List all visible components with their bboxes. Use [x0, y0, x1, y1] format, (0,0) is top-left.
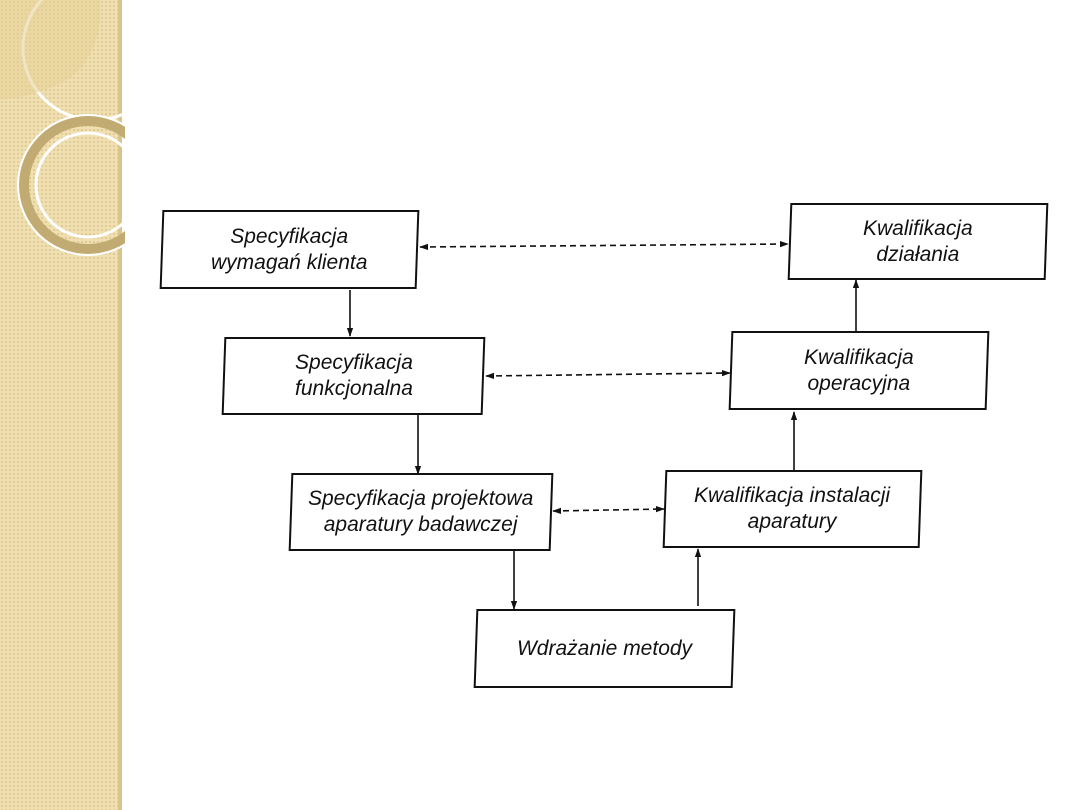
node-functional-spec: Specyfikacja funkcjonalna	[221, 337, 486, 415]
node-performance-qualification: Kwalifikacja działania	[787, 203, 1049, 280]
node-installation-qualification: Kwalifikacja instalacji aparatury	[662, 470, 923, 548]
node-design-spec-label: Specyfikacja projektowa aparatury badawc…	[308, 487, 534, 536]
node-operational-qualification-label: Kwalifikacja operacyjna	[804, 345, 914, 395]
upper-ring-shade	[0, 0, 100, 100]
node-customer-requirements: Specyfikacja wymagań klienta	[159, 210, 420, 289]
node-design-spec: Specyfikacja projektowa aparatury badawc…	[288, 473, 554, 551]
dashed-link-functional-operational	[485, 369, 731, 380]
decorative-side-band-edge	[118, 0, 122, 810]
node-performance-qualification-label: Kwalifikacja działania	[863, 216, 973, 266]
node-functional-spec-label: Specyfikacja funkcjonalna	[294, 351, 413, 400]
node-method-implementation-label: Wdrażanie metody	[516, 636, 693, 660]
lower-ring-inner	[34, 131, 125, 239]
node-operational-qualification: Kwalifikacja operacyjna	[728, 331, 990, 410]
lower-ring-highlight	[17, 114, 125, 256]
decorative-rings-ornament	[0, 0, 125, 256]
dashed-link-customer-performance	[419, 240, 789, 251]
lower-ring-outer	[19, 116, 125, 254]
node-installation-qualification-label: Kwalifikacja instalacji aparatury	[694, 484, 891, 533]
node-customer-requirements-label: Specyfikacja wymagań klienta	[211, 224, 368, 274]
node-method-implementation: Wdrażanie metody	[473, 609, 736, 688]
dashed-link-design-installation	[552, 505, 665, 515]
